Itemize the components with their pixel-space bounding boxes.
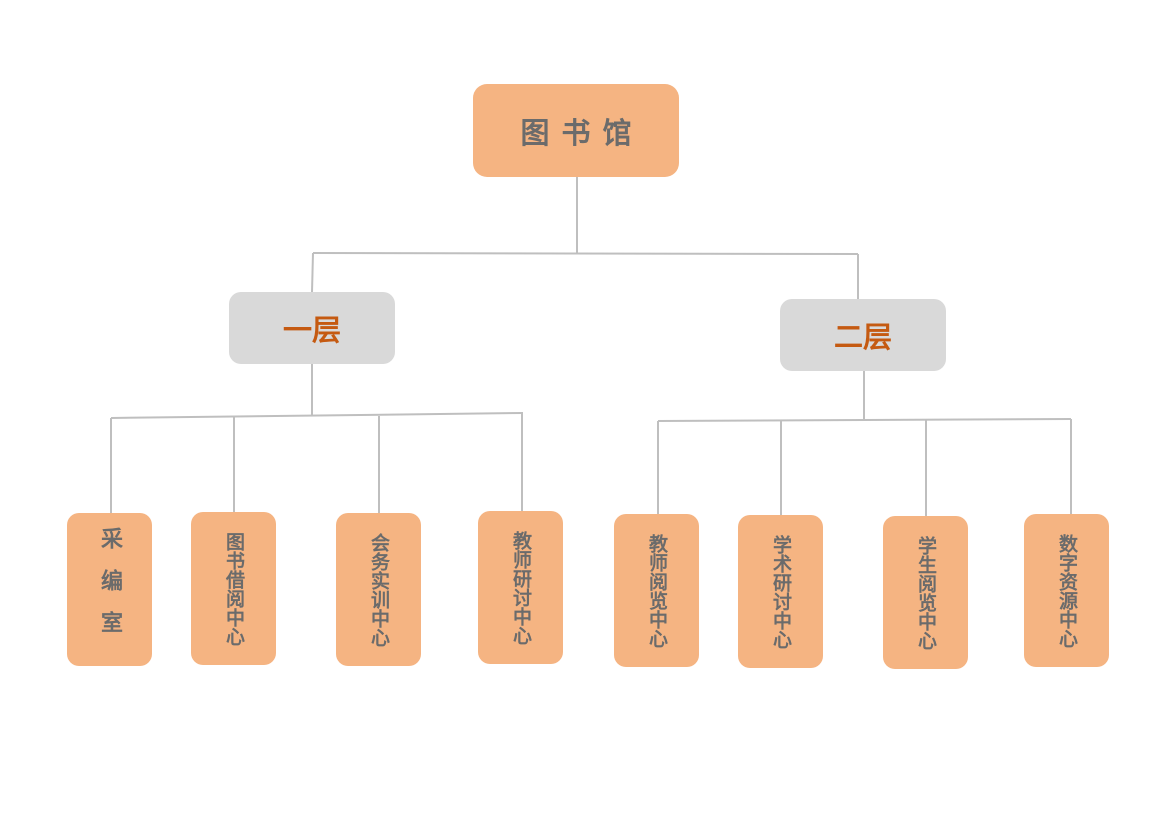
connector-floor-2-bus xyxy=(657,418,1072,422)
department-label: 学生阅览中心 xyxy=(915,535,937,650)
connector-floor-1-bus xyxy=(110,412,524,419)
department-node-teacher-reading: 教师阅览中心 xyxy=(614,514,699,667)
floor-2-label: 二层 xyxy=(833,320,892,354)
floor-1-label: 一层 xyxy=(282,313,341,347)
floor-1-node: 一层 xyxy=(229,292,395,364)
department-label: 图书借阅中心 xyxy=(223,531,245,646)
department-node-conference-training: 会务实训中心 xyxy=(336,513,421,666)
department-node-cataloging: 采编室 xyxy=(67,513,152,666)
department-label: 教师研讨中心 xyxy=(510,530,532,645)
department-label: 教师阅览中心 xyxy=(646,533,668,648)
department-node-book-lending: 图书借阅中心 xyxy=(191,512,276,665)
connector-to-floor-1 xyxy=(311,252,314,293)
department-node-academic-seminar: 学术研讨中心 xyxy=(738,515,823,668)
department-label: 学术研讨中心 xyxy=(770,534,792,649)
library-root-label: 图书馆 xyxy=(520,115,644,150)
department-label: 采编室 xyxy=(97,526,122,653)
connector-top-bus xyxy=(312,252,859,255)
department-label: 会务实训中心 xyxy=(368,532,390,647)
library-root-node: 图书馆 xyxy=(473,84,679,177)
department-node-digital-resources: 数字资源中心 xyxy=(1024,514,1109,667)
department-label: 数字资源中心 xyxy=(1056,533,1078,648)
floor-2-node: 二层 xyxy=(780,299,946,371)
department-node-student-reading: 学生阅览中心 xyxy=(883,516,968,669)
department-node-teacher-seminar: 教师研讨中心 xyxy=(478,511,563,664)
